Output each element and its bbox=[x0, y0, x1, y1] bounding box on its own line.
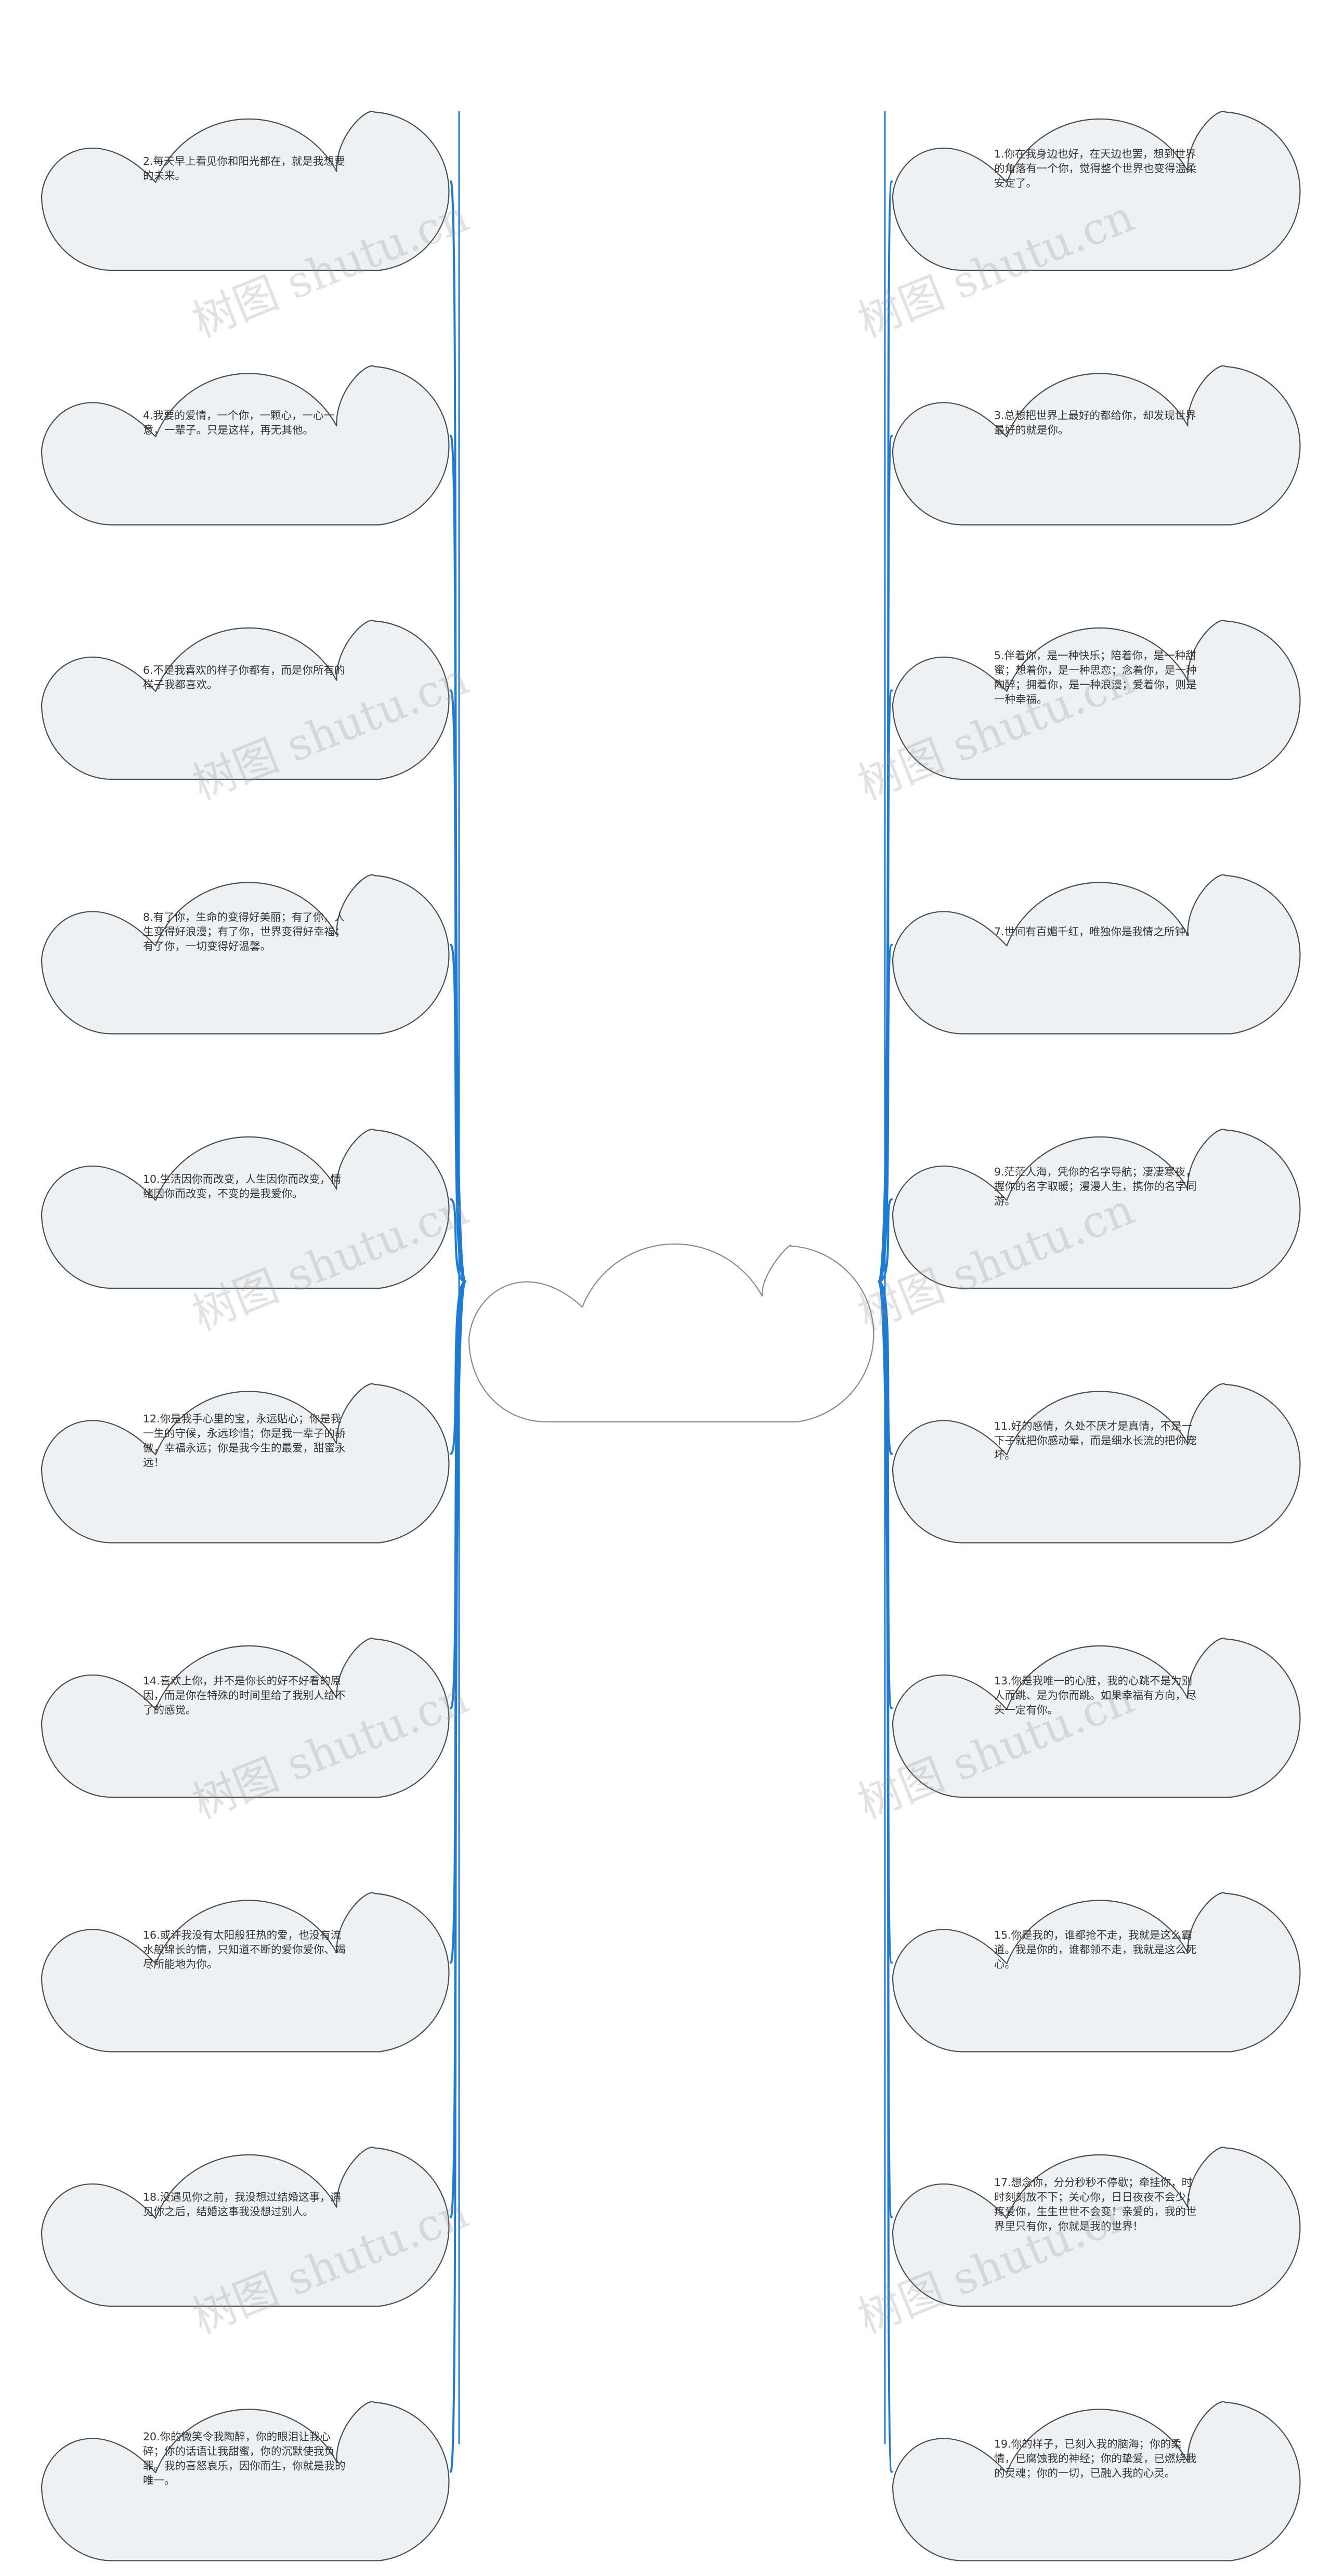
node-cloud-5[interactable] bbox=[892, 620, 1301, 780]
node-cloud-16[interactable] bbox=[41, 1892, 450, 2052]
node-text-3: 3.总想把世界上最好的都给你，却发现世界最好的就是你。 bbox=[994, 409, 1196, 436]
connector-8 bbox=[450, 944, 466, 1283]
node-cloud-2[interactable] bbox=[41, 111, 450, 271]
node-cloud-14[interactable] bbox=[41, 1638, 450, 1798]
node-text-2: 2.每天早上看见你和阳光都在，就是我想要的未来。 bbox=[143, 155, 345, 182]
node-text-11: 11.好的感情，久处不厌才是真情，不是一下子就把你感动晕，而是细水长流的把你宠坏… bbox=[994, 1420, 1197, 1461]
node-text-16: 16.或许我没有太阳般狂热的爱，也没有流水般绵长的情，只知道不断的爱你爱你、竭尽… bbox=[143, 1929, 346, 1970]
node-cloud-3[interactable] bbox=[892, 365, 1301, 526]
node-text-4: 4.我要的爱情，一个你，一颗心，一心一意，一辈子。只是这样，再无其他。 bbox=[143, 409, 335, 436]
node-cloud-10[interactable] bbox=[41, 1129, 450, 1289]
node-text-17: 17.想念你，分分秒秒不停歇；牵挂你，时时刻刻放不下；关心你，日日夜夜不会少；疼… bbox=[994, 2176, 1197, 2232]
node-cloud-15[interactable] bbox=[892, 1892, 1301, 2052]
node-text-12: 12.你是我手心里的宝，永远贴心；你是我一生的守候，永远珍惜；你是我一辈子的骄傲… bbox=[143, 1413, 346, 1469]
connector-9 bbox=[878, 1198, 893, 1283]
node-text-8: 8.有了你，生命的变得好美丽；有了你，人生变得好浪漫；有了你，世界变得好幸福；有… bbox=[143, 911, 346, 952]
node-cloud-9[interactable] bbox=[892, 1129, 1301, 1289]
node-text-9: 9.茫茫人海，凭你的名字导航；凄凄寒夜，握你的名字取暖；漫漫人生，携你的名字同游… bbox=[994, 1166, 1197, 1207]
root-cloud[interactable] bbox=[468, 1243, 875, 1423]
node-text-13: 13.你是我唯一的心脏，我的心跳不是为别人而跳、是为你而跳。如果幸福有方向，尽头… bbox=[994, 1675, 1197, 1716]
node-cloud-8[interactable] bbox=[41, 874, 450, 1035]
node-text-1: 1.你在我身边也好，在天边也罢，想到世界的角落有一个你，觉得整个世界也变得温柔安… bbox=[994, 148, 1197, 189]
connector-20 bbox=[450, 1280, 466, 2473]
node-text-18: 18.没遇见你之前，我没想过结婚这事，遇见你之后，结婚这事我没想过别人。 bbox=[143, 2191, 342, 2218]
connector-6 bbox=[450, 689, 466, 1283]
node-text-7: 7.世间有百媚千红，唯独你是我情之所钟。 bbox=[994, 925, 1196, 938]
node-cloud-11[interactable] bbox=[892, 1383, 1301, 1544]
node-cloud-12[interactable] bbox=[41, 1383, 450, 1544]
node-text-5: 5.伴着你，是一种快乐；陪着你，是一种甜蜜；想着你，是一种思恋；念着你，是一种陶… bbox=[994, 649, 1197, 705]
node-cloud-4[interactable] bbox=[41, 365, 450, 526]
node-cloud-6[interactable] bbox=[41, 620, 450, 780]
node-cloud-20[interactable] bbox=[41, 2401, 450, 2561]
connector-layer bbox=[450, 111, 893, 2473]
cloud-layer bbox=[41, 111, 1301, 2561]
node-text-20: 20.你的微笑令我陶醉，你的眼泪让我心碎；你的话语让我甜蜜，你的沉默使我负罪。我… bbox=[143, 2430, 346, 2487]
connector-10 bbox=[450, 1198, 466, 1283]
node-cloud-18[interactable] bbox=[41, 2147, 450, 2307]
node-cloud-13[interactable] bbox=[892, 1638, 1301, 1798]
node-cloud-7[interactable] bbox=[892, 874, 1301, 1035]
node-cloud-1[interactable] bbox=[892, 111, 1301, 271]
connector-12 bbox=[450, 1280, 466, 1455]
node-text-15: 15.你是我的，谁都抢不走，我就是这么霸道。我是你的，谁都领不走，我就是这么死心… bbox=[994, 1929, 1197, 1970]
node-cloud-19[interactable] bbox=[892, 2401, 1301, 2561]
node-text-14: 14.喜欢上你，并不是你长的好不好看的原因，而是你在特殊的时间里给了我别人给不了… bbox=[143, 1675, 346, 1716]
connector-11 bbox=[878, 1280, 893, 1455]
node-text-19: 19.你的样子，已刻入我的脑海；你的柔情，已腐蚀我的神经；你的挚爱，已燃烧我的灵… bbox=[994, 2438, 1197, 2479]
node-cloud-17[interactable] bbox=[892, 2147, 1301, 2307]
node-text-6: 6.不是我喜欢的样子你都有，而是你所有的样子我都喜欢。 bbox=[143, 664, 345, 691]
node-text-10: 10.生活因你而改变，人生因你而改变，情绪因你而改变，不变的是我爱你。 bbox=[143, 1173, 342, 1200]
connector-7 bbox=[878, 944, 893, 1283]
